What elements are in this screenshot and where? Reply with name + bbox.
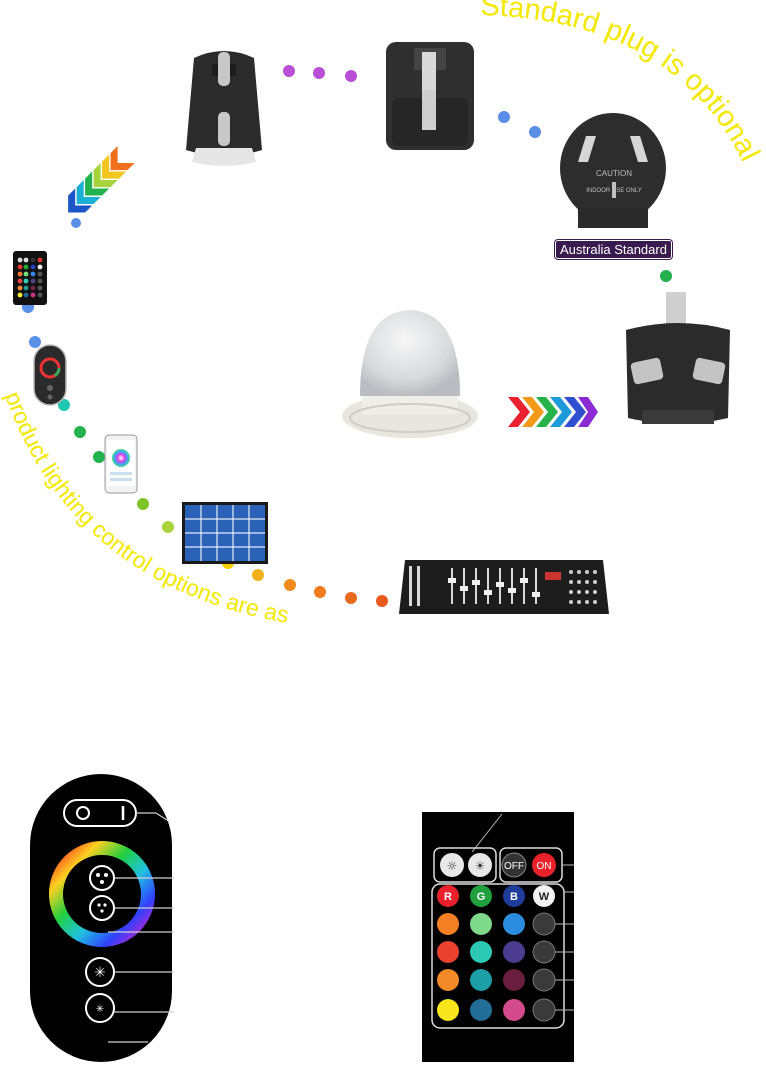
ir-color-label-b: B bbox=[510, 891, 518, 903]
chevron-arrows-diagonal-icon bbox=[68, 146, 135, 213]
svg-text:☀: ☀ bbox=[475, 859, 486, 873]
dot-trail bbox=[22, 65, 672, 607]
eu-plug-icon bbox=[186, 51, 262, 166]
ir-color-label-r: R bbox=[444, 891, 452, 903]
ir-remote-small-icon bbox=[13, 251, 47, 305]
ir-color-label-w: W bbox=[539, 891, 550, 903]
ir-color-button-w bbox=[533, 885, 555, 907]
svg-text:☼: ☼ bbox=[447, 859, 458, 873]
touch-remote-large-icon: ✳ ✳ bbox=[30, 774, 174, 1062]
ir-color-label-g: G bbox=[477, 891, 486, 903]
au-plug-icon: CAUTION INDOOR USE ONLY bbox=[560, 113, 666, 228]
ir-color-button-b bbox=[503, 885, 525, 907]
ir-remote-large-art: ☼ ☀ OFF ON R G B W bbox=[431, 813, 574, 1029]
ir-color-button-r bbox=[437, 885, 459, 907]
solar-panel-icon bbox=[182, 502, 268, 564]
au-plug-caution-text: CAUTION bbox=[596, 169, 632, 178]
australia-standard-label: Australia Standard bbox=[555, 240, 672, 259]
smartphone-icon bbox=[104, 434, 138, 494]
ir-remote-large: ☼ ☀ OFF ON R G B W bbox=[422, 812, 574, 1062]
dmx-controller-icon bbox=[399, 560, 609, 614]
ir-on-label: ON bbox=[537, 861, 552, 872]
uk-plug-icon bbox=[626, 292, 730, 424]
svg-text:✳: ✳ bbox=[94, 965, 106, 981]
us-plug-icon bbox=[386, 42, 474, 150]
au-plug-indoor-text: INDOOR USE ONLY bbox=[586, 188, 642, 194]
ir-off-label: OFF bbox=[504, 861, 524, 872]
ir-color-button-g bbox=[470, 885, 492, 907]
chevron-arrows-icon bbox=[508, 397, 598, 427]
touch-remote-small-icon bbox=[33, 344, 67, 406]
svg-text:✳: ✳ bbox=[96, 1004, 104, 1015]
led-bulb-icon bbox=[342, 310, 478, 438]
